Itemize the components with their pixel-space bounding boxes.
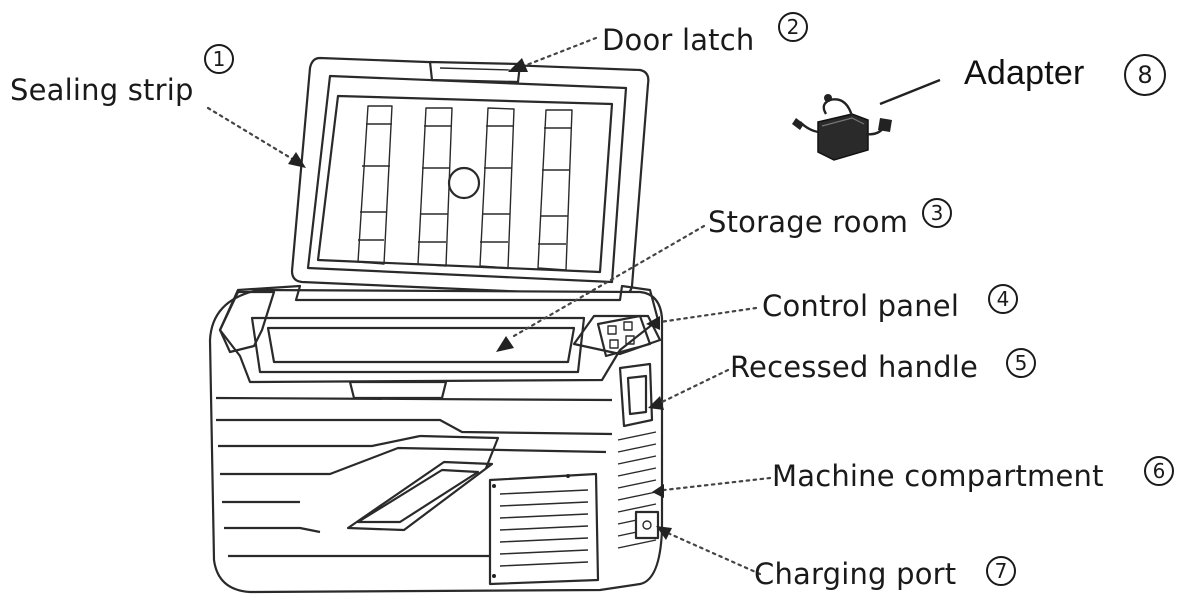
leader-door-latch [522, 36, 598, 68]
callout-number-5: 5 [1006, 348, 1036, 378]
callout-number-8: 8 [1124, 54, 1166, 96]
leader-sealing-strip [206, 106, 296, 162]
label-sealing-strip: Sealing strip [10, 73, 194, 107]
callout-number-3: 3 [922, 198, 952, 228]
label-machine-compartment: Machine compartment [772, 459, 1104, 493]
callout-number-6: 6 [1144, 456, 1174, 486]
leader-charging-port [668, 532, 762, 576]
leader-storage-room [512, 224, 706, 338]
label-storage-room: Storage room [708, 205, 909, 239]
callout-number-4: 4 [988, 284, 1018, 314]
leader-adapter [879, 78, 941, 106]
leader-lines [206, 36, 941, 576]
label-recessed-handle: Recessed handle [730, 350, 978, 384]
fridge-lid [290, 56, 650, 298]
fridge-body [208, 284, 664, 594]
callout-number-7: 7 [986, 556, 1016, 586]
leader-machine-compartment [662, 476, 772, 492]
label-door-latch: Door latch [602, 23, 755, 57]
callout-number-1: 1 [204, 44, 234, 74]
leader-control-panel [658, 306, 758, 324]
adapter-illustration [792, 94, 892, 161]
callout-number-2: 2 [778, 12, 808, 42]
label-charging-port: Charging port [754, 557, 957, 591]
label-control-panel: Control panel [762, 289, 960, 323]
label-adapter: Adapter [964, 54, 1085, 92]
leader-recessed-handle [660, 368, 730, 404]
